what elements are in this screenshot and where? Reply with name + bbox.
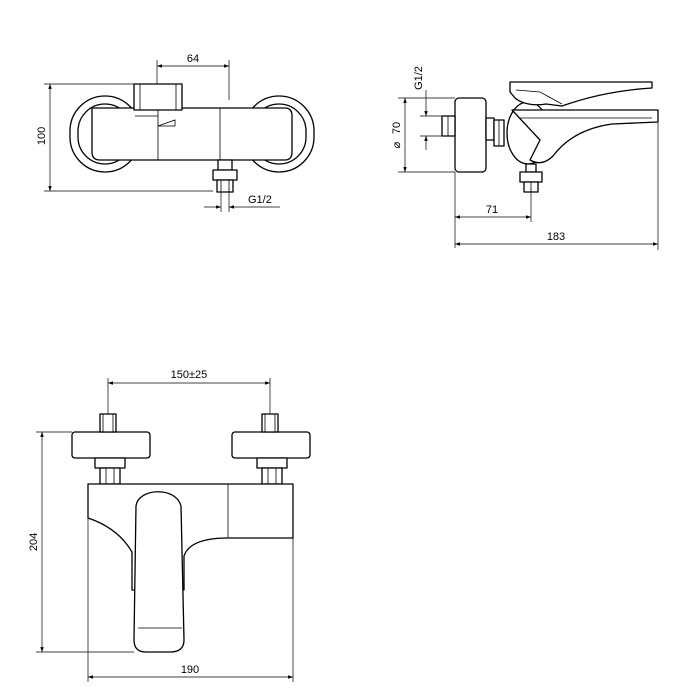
dim-top-g12: G1/2 — [204, 192, 280, 212]
front-handle-lever — [133, 491, 185, 653]
top-handle-block — [133, 83, 183, 111]
dim-190-label: 190 — [181, 664, 199, 676]
dim-183: 183 — [455, 122, 659, 250]
dim-side-g12: G1/2 — [413, 66, 442, 150]
side-outlet-nipple — [519, 163, 543, 193]
dim-204-label: 204 — [28, 533, 40, 551]
top-outlet-nipple — [212, 159, 238, 193]
dim-100-label: 100 — [36, 127, 48, 145]
dim-150-label: 150±25 — [171, 369, 208, 381]
front-left-flange — [71, 413, 151, 485]
front-right-flange — [231, 413, 311, 485]
dim-71-label: 71 — [486, 204, 498, 216]
side-inlet-connector — [441, 115, 505, 147]
top-view: 64 100 G1/2 — [36, 53, 315, 212]
dim-side-g12-label: G1/2 — [413, 66, 425, 90]
diameter-symbol: ⌀ — [391, 141, 403, 148]
side-view: G1/2 ⌀ 70 71 183 — [391, 66, 659, 250]
top-body — [91, 107, 293, 161]
front-view: 150±25 204 190 — [28, 369, 311, 682]
dim-71: 71 — [454, 172, 532, 248]
dim-diameter-70: ⌀ 70 — [391, 97, 455, 173]
dim-190: 190 — [87, 518, 294, 682]
dim-100: 100 — [36, 83, 213, 192]
dim-diameter-70-label: 70 — [391, 122, 403, 134]
dim-204: 204 — [28, 431, 134, 653]
dim-183-label: 183 — [547, 231, 565, 243]
dim-150: 150±25 — [107, 369, 271, 414]
dim-top-g12-label: G1/2 — [248, 194, 272, 206]
front-body — [87, 483, 294, 591]
dim-64-label: 64 — [187, 53, 199, 65]
side-spout — [511, 109, 659, 164]
dim-64: 64 — [156, 53, 230, 100]
side-handle-lever — [509, 81, 653, 107]
side-wall-flange — [454, 97, 487, 173]
